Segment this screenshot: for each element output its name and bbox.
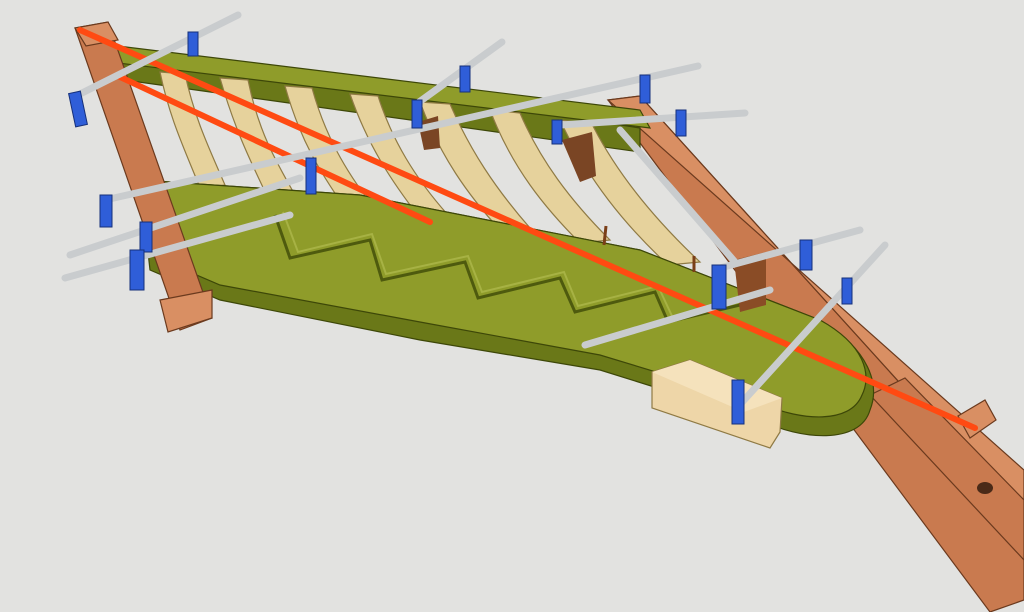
bar-clamp [411, 38, 506, 109]
bar-clamp [616, 126, 739, 266]
wedge-block [562, 132, 596, 182]
bar-clamp [716, 226, 864, 272]
bar-clamp [731, 241, 889, 414]
step-notches [273, 214, 741, 324]
step-notch-highlight [282, 211, 673, 317]
dowel-pin [602, 225, 608, 246]
bar-clamps [61, 11, 889, 414]
bar-clamp [581, 286, 774, 349]
bar-clamp [74, 11, 242, 99]
bar-clamp [101, 62, 702, 204]
peg-hole [977, 482, 993, 494]
bar-clamp [61, 211, 294, 282]
ratchet-strap [77, 27, 978, 431]
bar-clamp [66, 174, 304, 259]
bar-clamp [556, 109, 749, 129]
clamp-heads [68, 31, 853, 425]
